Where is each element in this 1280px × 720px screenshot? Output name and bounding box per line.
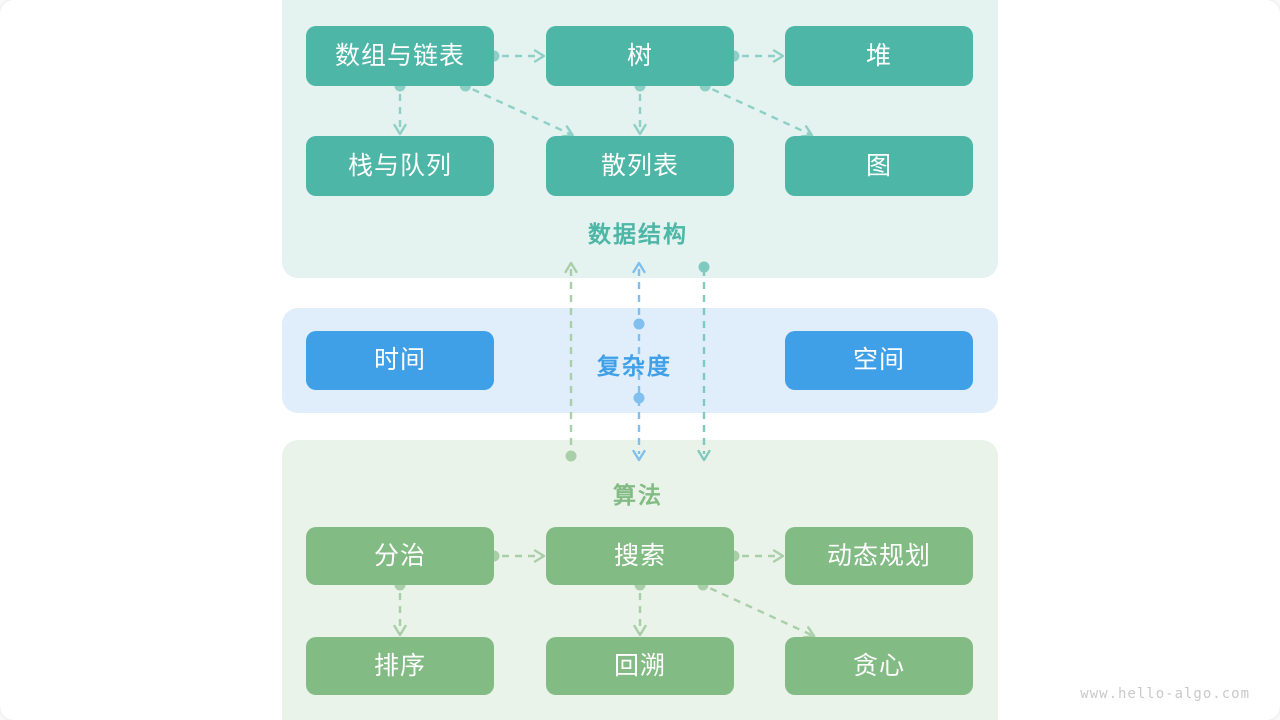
node-search[interactable]: 搜索 [546, 527, 734, 585]
node-graph[interactable]: 图 [785, 136, 973, 196]
node-hash-table[interactable]: 散列表 [546, 136, 734, 196]
section-caption-algorithm: 算法 [613, 482, 663, 508]
node-time[interactable]: 时间 [306, 331, 494, 390]
node-sorting[interactable]: 排序 [306, 637, 494, 695]
node-dynamic-programming[interactable]: 动态规划 [785, 527, 973, 585]
node-array-linked-list[interactable]: 数组与链表 [306, 26, 494, 86]
node-stack-queue[interactable]: 栈与队列 [306, 136, 494, 196]
section-caption-data-structure: 数据结构 [588, 221, 688, 247]
node-greedy[interactable]: 贪心 [785, 637, 973, 695]
node-tree[interactable]: 树 [546, 26, 734, 86]
node-backtracking[interactable]: 回溯 [546, 637, 734, 695]
node-divide-conquer[interactable]: 分治 [306, 527, 494, 585]
node-space[interactable]: 空间 [785, 331, 973, 390]
site-watermark: www.hello-algo.com [1080, 686, 1250, 702]
section-caption-complexity: 复杂度 [597, 353, 672, 379]
node-heap[interactable]: 堆 [785, 26, 973, 86]
